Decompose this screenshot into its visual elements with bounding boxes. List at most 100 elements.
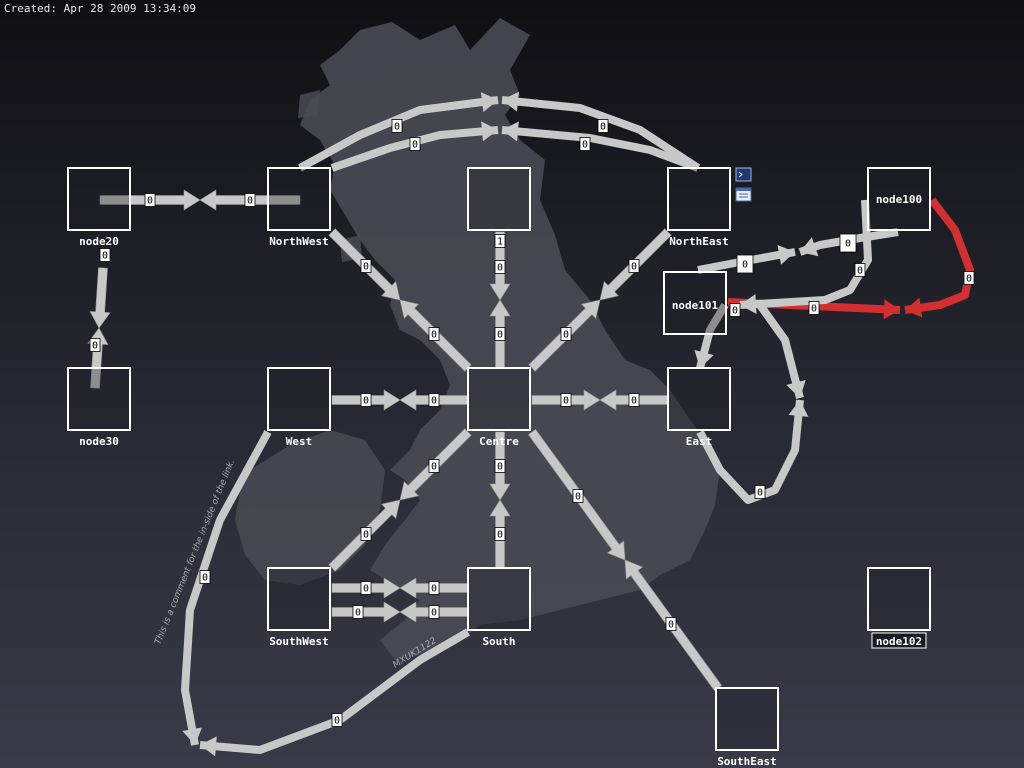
link-west-loop-path[interactable] [181, 430, 272, 746]
svg-text:0: 0 [147, 196, 153, 207]
node-box[interactable] [667, 367, 731, 431]
link-value-label: 0 [360, 259, 372, 273]
link-node101-node100-a-arrowhead[interactable] [777, 245, 796, 265]
link-value-label: 0 [360, 393, 372, 407]
node-box[interactable] [467, 167, 531, 231]
svg-text:0: 0 [334, 716, 340, 727]
link-east-loop-arrowhead[interactable] [788, 400, 809, 417]
node-box[interactable] [67, 167, 131, 231]
node-node20[interactable]: node20 [67, 167, 131, 248]
node-box[interactable] [467, 367, 531, 431]
svg-text:0: 0 [857, 266, 863, 277]
link-node100-node101-b-arrowhead[interactable] [740, 294, 757, 314]
node-northeast[interactable]: NorthEast [667, 167, 731, 248]
node-box[interactable] [267, 367, 331, 431]
created-timestamp: Created: Apr 28 2009 13:34:09 [4, 2, 197, 15]
link-node101-east-b-arrowhead[interactable] [786, 380, 806, 398]
svg-text:0: 0 [757, 488, 763, 499]
link-value-label: 0 [428, 605, 440, 619]
map-landmass [300, 18, 720, 660]
node-box[interactable] [267, 567, 331, 631]
node-centre[interactable]: Centre [467, 367, 531, 448]
svg-text:0: 0 [355, 608, 361, 619]
link-northeast-northwest-upper-arrowhead[interactable] [502, 91, 519, 112]
node-label: node30 [79, 435, 119, 448]
node-label: node20 [79, 235, 119, 248]
window-icon[interactable] [735, 187, 752, 202]
link-value-label: 0 [428, 393, 440, 407]
map-landmass [298, 90, 320, 118]
link-northwest-northeast-lower-arrowhead[interactable] [481, 121, 498, 142]
svg-text:0: 0 [431, 608, 437, 619]
link-northwest-northeast-upper-path[interactable] [298, 96, 499, 172]
link-value-label: 0 [854, 263, 866, 277]
node-box[interactable] [667, 167, 731, 231]
link-northwest-northeast-upper-arrowhead[interactable] [480, 92, 498, 112]
node-centre_top[interactable] [467, 167, 531, 231]
link-node101-east-b-path[interactable] [756, 302, 804, 400]
link-value-label: 0 [494, 459, 506, 473]
node-label-box [871, 632, 927, 649]
link-node101-node100-red-arrowhead[interactable] [883, 299, 900, 320]
node-box[interactable] [267, 167, 331, 231]
link-node30-node20-arrow[interactable] [89, 267, 111, 329]
link-value-label: 0 [331, 713, 343, 727]
node-label: node102 [876, 635, 922, 648]
node-southeast[interactable]: SouthEast [715, 687, 779, 768]
node-box[interactable] [867, 167, 931, 231]
svg-text:0: 0 [631, 262, 637, 273]
node-box[interactable] [663, 271, 727, 335]
node-node101[interactable]: node101 [663, 271, 727, 335]
node-label: Centre [479, 435, 519, 448]
link-node100-node101-b-path[interactable] [739, 199, 872, 309]
node-label: NorthEast [669, 235, 729, 248]
svg-text:0: 0 [363, 396, 369, 407]
link-northeast-northwest-lower-arrowhead[interactable] [502, 121, 519, 142]
link-value-label: 0 [628, 259, 640, 273]
link-value-label: 0 [144, 193, 156, 207]
node-box[interactable] [467, 567, 531, 631]
node-southwest[interactable]: SouthWest [267, 567, 331, 648]
svg-text:0: 0 [431, 584, 437, 595]
link-value-label: 0 [665, 617, 677, 631]
link-value-label: 0 [428, 459, 440, 473]
link-node100-node101-a-arrowhead[interactable] [800, 237, 819, 257]
link-northeast-northwest-upper-path[interactable] [501, 96, 701, 172]
link-value-label: 0 [428, 327, 440, 341]
link-northeast-northwest-lower-path[interactable] [501, 126, 700, 172]
link-value-label: 0 [99, 248, 111, 262]
svg-text:0: 0 [811, 304, 817, 315]
svg-text:0: 0 [563, 330, 569, 341]
node-box[interactable] [67, 367, 131, 431]
link-southwest-south-b-arrow[interactable] [331, 601, 401, 623]
node-node100[interactable]: node100 [867, 167, 931, 231]
svg-text:0: 0 [102, 251, 108, 262]
link-value-label: 0 [560, 393, 572, 407]
node-west[interactable]: West [267, 367, 331, 448]
link-value-label: 0 [572, 489, 584, 503]
node-east[interactable]: East [667, 367, 731, 448]
node-box[interactable] [867, 567, 931, 631]
link-node100-node101-red-arrowhead[interactable] [905, 297, 923, 318]
node-node30[interactable]: node30 [67, 367, 131, 448]
link-node101-east-a-arrowhead[interactable] [694, 350, 714, 368]
link-value-label: 1 [494, 234, 506, 248]
node-label: West [286, 435, 313, 448]
svg-text:0: 0 [966, 274, 972, 285]
link-value-label: 0 [963, 271, 975, 285]
node-northwest[interactable]: NorthWest [267, 167, 331, 248]
link-south-loop-arrowhead[interactable] [200, 736, 217, 757]
svg-text:0: 0 [431, 396, 437, 407]
terminal-icon[interactable] [735, 167, 752, 182]
node-south[interactable]: South [467, 567, 531, 648]
link-value-label: 0 [754, 485, 766, 499]
svg-text:0: 0 [631, 396, 637, 407]
node-label: East [686, 435, 713, 448]
svg-text:0: 0 [668, 620, 674, 631]
britain-map-silhouette [235, 18, 720, 660]
node-box[interactable] [715, 687, 779, 751]
link-west-loop-arrowhead[interactable] [182, 727, 202, 746]
node-node102[interactable]: node102 [867, 567, 931, 649]
